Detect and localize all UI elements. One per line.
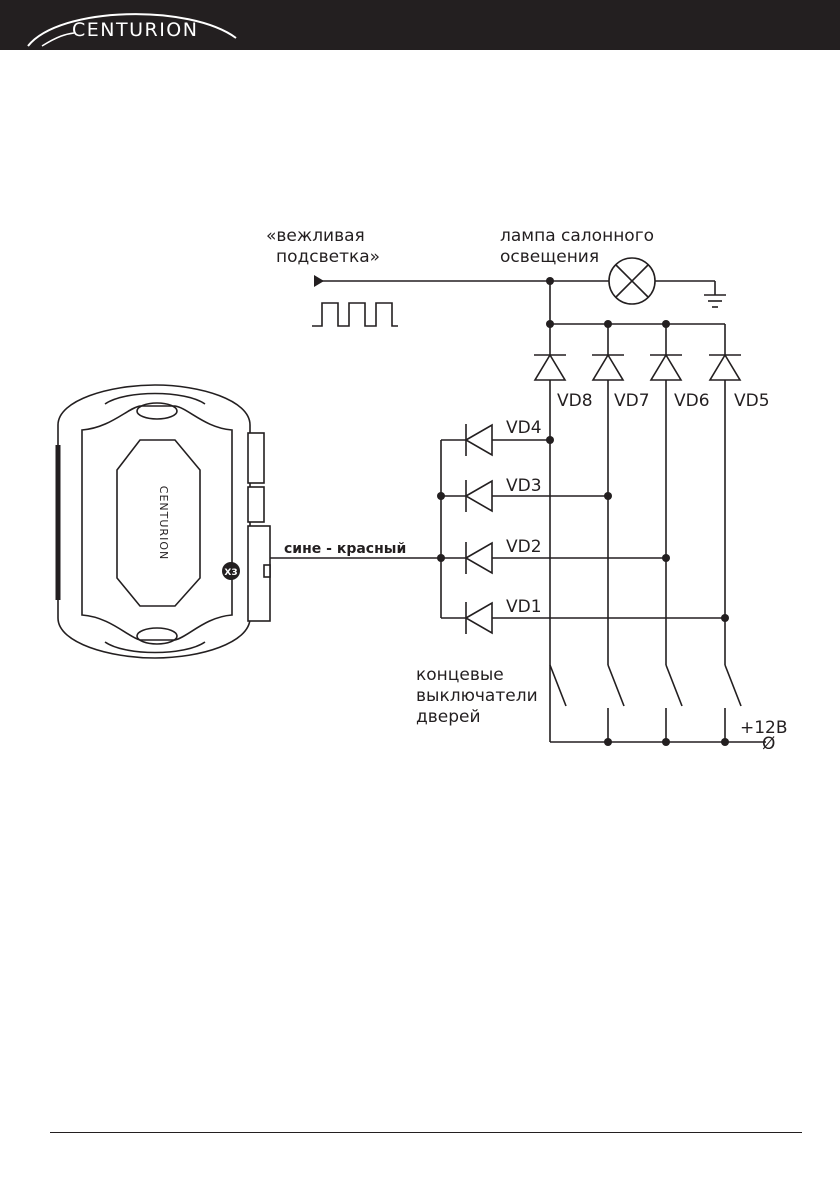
diode-vd5 — [709, 324, 741, 665]
signal-arrow-icon — [314, 275, 324, 287]
connector-label: X3 — [224, 568, 237, 578]
label-vd5: VD5 — [734, 391, 770, 411]
lamp-label-line2: освещения — [500, 247, 599, 267]
diode-vd8 — [534, 324, 566, 742]
lamp-icon — [609, 258, 655, 304]
pulse-train-icon — [312, 303, 398, 326]
label-vd6: VD6 — [674, 391, 710, 411]
diode-vd1 — [441, 602, 725, 634]
label-vd7: VD7 — [614, 391, 650, 411]
label-vd2: VD2 — [506, 537, 542, 557]
diode-vd6 — [650, 324, 682, 665]
supply-terminal-symbol: Ø — [762, 734, 775, 754]
switches-label-line1: концевые — [416, 665, 504, 685]
footer-divider — [50, 1132, 802, 1133]
door-switches — [550, 665, 766, 742]
label-vd4: VD4 — [506, 418, 542, 438]
switches-label-line3: дверей — [416, 707, 481, 727]
lamp-label-line1: лампа салонного — [500, 226, 654, 246]
signal-label-line1: «вежливая — [266, 226, 365, 246]
label-vd8: VD8 — [557, 391, 593, 411]
wire-color-label: сине - красный — [284, 541, 406, 557]
signal-label-line2: подсветка» — [276, 247, 380, 267]
label-vd1: VD1 — [506, 597, 542, 617]
diode-vd2 — [441, 542, 666, 574]
unit-brand-logo: CENTURION — [157, 486, 170, 560]
switches-label-line2: выключатели — [416, 686, 538, 706]
label-vd3: VD3 — [506, 476, 542, 496]
